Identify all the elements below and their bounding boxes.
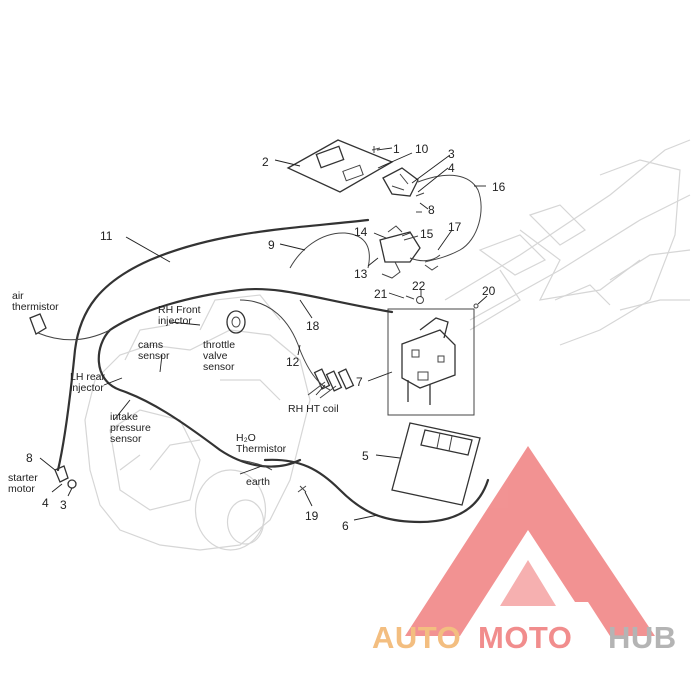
callout-8-lower: 8 (26, 451, 33, 465)
label-intake-1: intake (110, 411, 138, 423)
callout-4-lower: 4 (42, 496, 49, 510)
component-labels: air thermistor RH Front injector cams se… (8, 290, 339, 495)
label-intake-2: pressure (110, 422, 151, 434)
callout-16: 16 (492, 180, 506, 194)
cable-6 (263, 458, 490, 524)
callout-22: 22 (412, 279, 426, 293)
logo-text-auto: AUTO (372, 620, 461, 655)
label-rh-ht-coil: RH HT coil (288, 403, 339, 415)
cable-main-lower (97, 287, 394, 468)
callout-5: 5 (362, 449, 369, 463)
ecu-unit (391, 422, 481, 506)
logo-triangle-inner (528, 446, 655, 636)
callout-11: 11 (100, 229, 113, 243)
relay-assembly (382, 167, 419, 197)
callout-numbers: 1 2 3 4 5 6 7 8 9 10 11 12 13 14 15 16 1… (26, 142, 506, 533)
label-cams-sensor-1: cams (138, 339, 163, 351)
label-throttle-3: sensor (203, 361, 235, 373)
fasteners (297, 146, 479, 493)
callout-17: 17 (448, 220, 462, 234)
engine-outline (84, 294, 311, 551)
logo-triangle-outer (405, 446, 600, 636)
callout-13: 13 (354, 267, 368, 281)
label-throttle-1: throttle (203, 339, 235, 351)
throttle-sensor (226, 310, 246, 334)
label-h2o-2: Thermistor (236, 443, 287, 455)
label-lh-rear-injector-1: LH rear (70, 371, 106, 383)
callout-8: 8 (428, 203, 435, 217)
callout-20: 20 (482, 284, 496, 298)
callout-19: 19 (305, 509, 319, 523)
logo-text-hub: HUB (608, 620, 677, 655)
callout-2: 2 (262, 155, 269, 169)
air-thermistor-connector (29, 313, 47, 335)
callout-18: 18 (306, 319, 320, 333)
wiring-harness (37, 174, 490, 524)
label-lh-rear-injector-2: injector (70, 382, 104, 394)
label-h2o-1: H₂O (236, 432, 256, 444)
callout-14: 14 (354, 225, 368, 239)
cable-12 (239, 299, 331, 391)
cable-9 (289, 232, 370, 269)
label-earth: earth (246, 476, 270, 488)
label-intake-3: sensor (110, 433, 142, 445)
callout-6: 6 (342, 519, 349, 533)
callout-3-lower: 3 (60, 498, 67, 512)
callout-7: 7 (356, 375, 363, 389)
callout-9: 9 (268, 238, 275, 252)
cable-11 (56, 218, 370, 472)
cable-16 (417, 174, 482, 263)
bracket-cluster (379, 225, 421, 279)
callout-4: 4 (448, 161, 455, 175)
label-cams-sensor-2: sensor (138, 350, 170, 362)
label-rh-front-injector-2: injector (158, 315, 192, 327)
frame-outline (444, 139, 691, 346)
fuse-plate (286, 139, 394, 193)
callout-3: 3 (448, 147, 455, 161)
cable-h2o (239, 459, 273, 471)
cable-thermistor (37, 329, 111, 341)
label-air-thermistor-1: air (12, 290, 24, 302)
watermark-logo: AUTO MOTO HUB (372, 446, 677, 655)
label-throttle-2: valve (203, 350, 228, 362)
ecu-bracket-box (387, 308, 475, 416)
label-air-thermistor-2: thermistor (12, 301, 59, 313)
logo-triangle-core (500, 560, 556, 606)
label-starter-2: motor (8, 483, 35, 495)
callout-10: 10 (415, 142, 429, 156)
callout-21: 21 (374, 287, 388, 301)
label-starter-1: starter (8, 472, 38, 484)
callout-1: 1 (393, 142, 400, 156)
cable-17 (409, 254, 441, 262)
callout-12: 12 (286, 355, 300, 369)
label-rh-front-injector-1: RH Front (158, 304, 201, 316)
leader-lines (39, 147, 488, 521)
callout-15: 15 (420, 227, 434, 241)
ht-coil-connectors (307, 368, 355, 399)
logo-text-moto: MOTO (478, 620, 572, 655)
